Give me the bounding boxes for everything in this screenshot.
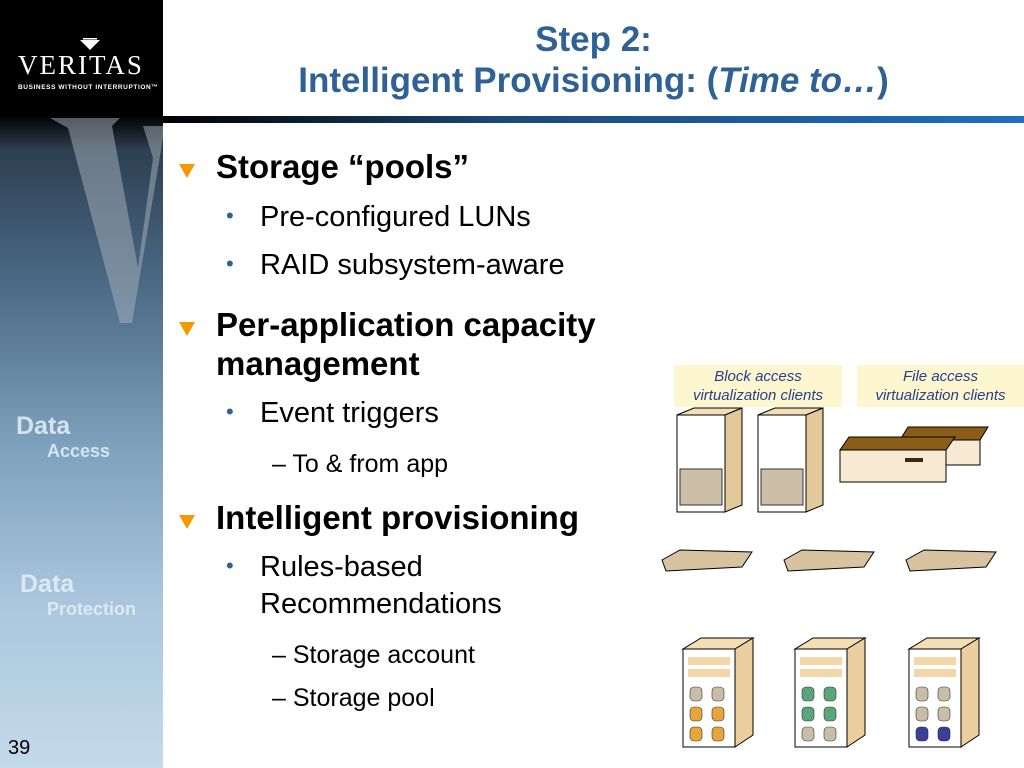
title-main: Intelligent Provisioning: ( [298,61,719,100]
subsub-2-1: – To & from app [272,450,449,478]
side-access: Access [47,441,111,461]
switch-icon [783,549,875,572]
bullet-triangle-icon [179,515,195,529]
block-access-label: Block access virtualization clients [674,365,842,407]
label-line: Block access [714,368,802,385]
subsub-3-1: – Storage account [272,641,475,669]
file-server-icon [839,426,989,483]
logo-word: VERITAS [18,50,144,80]
sidebar-panel: VERITAS BUSINESS WITHOUT INTERRUPTION™ D… [0,0,163,768]
switch-icon [905,549,997,572]
subsub-3-2: – Storage pool [272,684,435,712]
logo-mark-icon [80,38,100,50]
sub-3-1a: Rules-based [260,551,423,583]
side-data-2: Data [20,570,75,598]
bullet-2a: Per-application capacity [216,306,596,343]
side-protection: Protection [47,599,137,619]
storage-array-icon [907,637,981,748]
watermark-v-icon [50,118,163,323]
sub-1-2: RAID subsystem-aware [260,249,565,281]
dot-icon: • [226,399,234,424]
title-rule [163,116,1024,123]
storage-arrays [681,637,981,748]
label-line: File access [902,368,979,385]
server-tower-icon [676,407,743,513]
storage-array-icon [793,637,867,748]
title-line-1: Step 2: [535,20,652,59]
dot-icon: • [226,251,234,276]
bullet-triangle-icon [179,322,195,336]
switch-icon [661,549,753,572]
label-line: virtualization clients [875,387,1006,404]
bullet-triangle-icon [179,164,195,178]
bullet-2b: management [216,345,420,382]
sub-3-1b: Recommendations [260,588,502,620]
label-line: virtualization clients [692,387,824,404]
logo-tagline: BUSINESS WITHOUT INTERRUPTION™ [18,84,159,91]
title-line-2: Intelligent Provisioning: (Time to…) [163,61,1024,101]
page-number: 39 [8,737,31,759]
file-access-label: File access virtualization clients [857,365,1024,407]
dot-icon: • [226,203,234,228]
title-italic: Time to… [718,61,878,100]
dot-icon: • [226,553,234,578]
bullet-1: Storage “pools” [216,148,470,185]
server-tower-icon [757,407,824,513]
storage-array-icon [681,637,755,748]
storage-diagram [661,407,997,748]
title-close: ) [877,61,889,100]
sub-1-1: Pre-configured LUNs [260,201,531,233]
bullet-3: Intelligent provisioning [216,499,579,536]
sub-2-1: Event triggers [260,397,439,429]
side-data: Data [16,412,71,440]
